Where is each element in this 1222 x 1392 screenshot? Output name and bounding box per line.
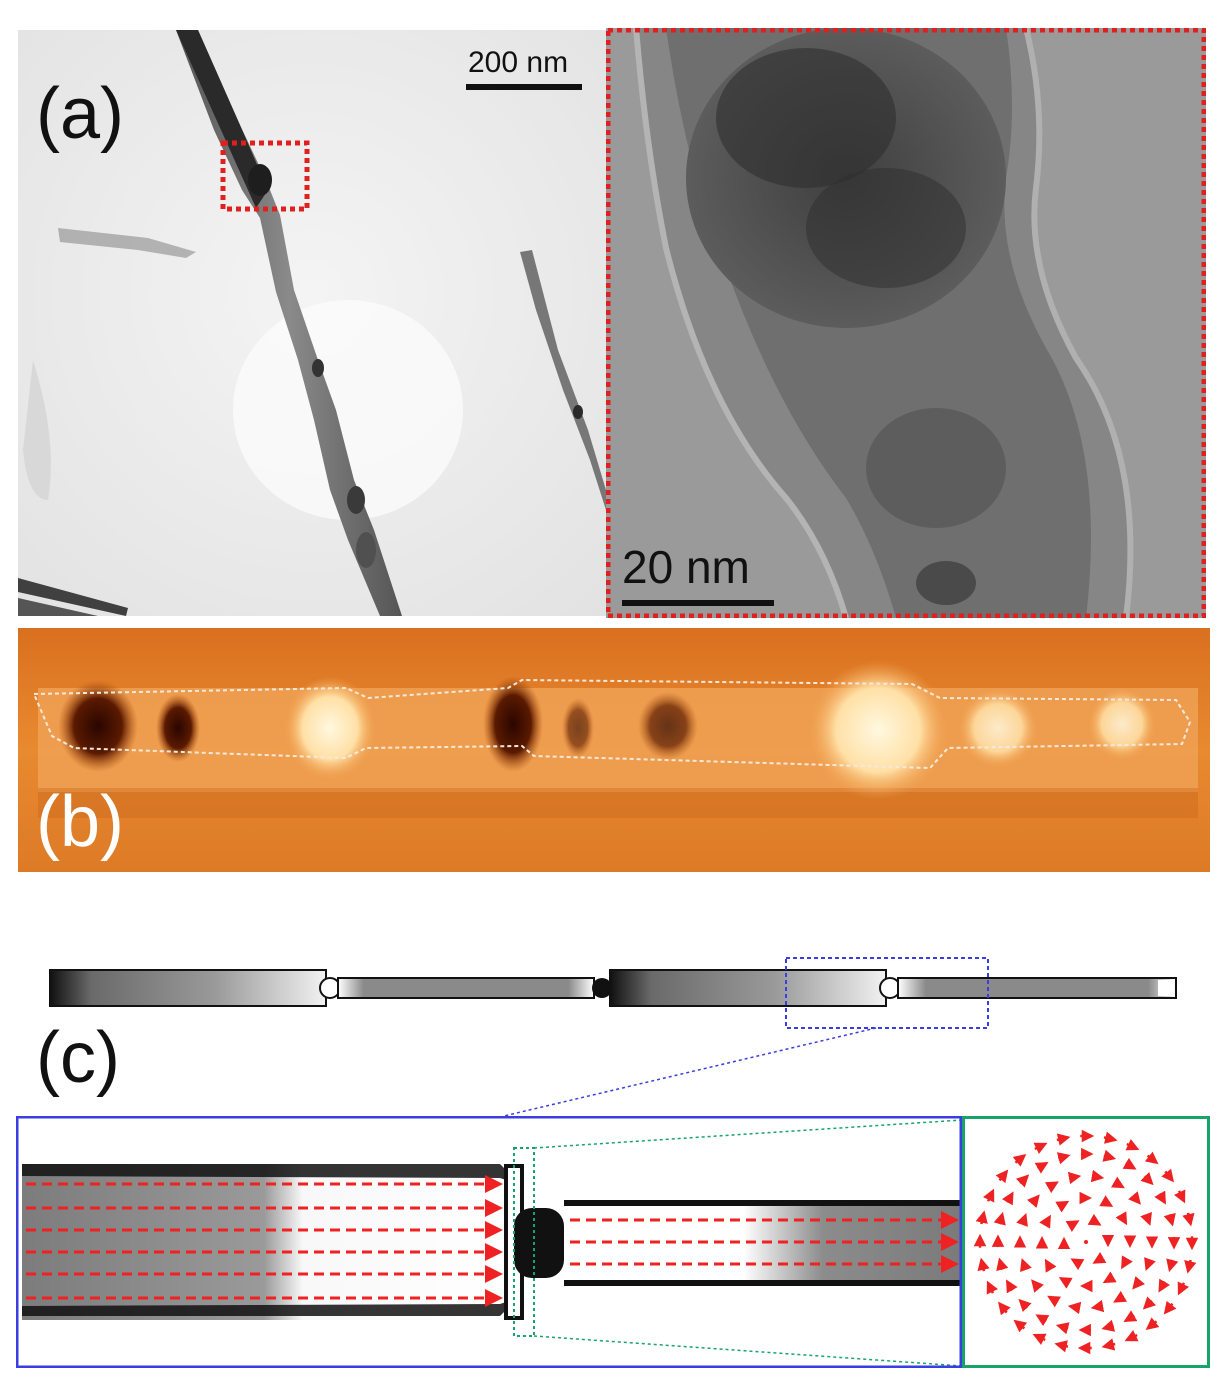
vortex-arrow	[1005, 1279, 1018, 1294]
vortex-arrow	[1033, 1142, 1048, 1154]
vortex-arrow	[1113, 1290, 1128, 1303]
vortex-arrow	[1158, 1278, 1171, 1293]
vortex-arrow	[986, 1280, 998, 1295]
zoom-region-box	[785, 957, 989, 1029]
panel-a-label: (a)	[36, 74, 124, 154]
vortex-arrow	[1110, 1176, 1125, 1189]
vortex-arrow	[1034, 1161, 1049, 1174]
selection-box	[220, 140, 310, 212]
vortex-arrow	[996, 1257, 1009, 1272]
vortex-arrow	[1182, 1212, 1195, 1227]
vortex-arrow	[1124, 1330, 1139, 1342]
vortex-arrow	[1016, 1213, 1028, 1227]
vortex-arrow	[1044, 1258, 1057, 1273]
vortex-arrow	[1031, 1279, 1044, 1293]
vortex-arrow	[1058, 1277, 1073, 1289]
scale-bar-20nm	[622, 600, 774, 606]
vortex-arrow	[1044, 1181, 1059, 1194]
panel-a-inset-hrtem-image	[606, 28, 1206, 618]
vortex-arrow	[1012, 1154, 1027, 1167]
vortex-arrow	[1020, 1258, 1032, 1273]
vortex-arrow	[1015, 1174, 1030, 1188]
vortex-arrow	[1047, 1295, 1062, 1308]
vortex-arrow	[1032, 1333, 1047, 1345]
vortex-arrow	[1163, 1212, 1176, 1227]
vortex-arrow	[1121, 1255, 1133, 1270]
vortex-arrow	[1177, 1281, 1189, 1296]
vortex-arrow	[1125, 1139, 1140, 1151]
vortex-arrow	[1140, 1211, 1152, 1226]
vortex-arrow	[1099, 1195, 1114, 1207]
vortex-arrow	[1090, 1299, 1105, 1313]
panel-b-mfm-image	[18, 628, 1210, 872]
vortex-arrow	[1039, 1214, 1051, 1229]
vortex-arrow	[1144, 1257, 1156, 1271]
vortex-arrow	[998, 1301, 1011, 1316]
vortex-arrow	[1154, 1190, 1167, 1205]
vortex-arrow	[1161, 1168, 1174, 1183]
vortex-arrow	[1056, 1133, 1071, 1146]
vortex-arrow	[1065, 1220, 1080, 1232]
vortex-arrow	[1142, 1296, 1157, 1310]
vortex-arrow	[1087, 1213, 1102, 1226]
scale-bar-20nm-label: 20 nm	[622, 541, 750, 593]
vortex-arrow	[1174, 1189, 1186, 1204]
vortex-arrow	[1055, 1200, 1070, 1213]
vortex-arrow	[1163, 1300, 1177, 1315]
vortex-arrow	[1070, 1258, 1085, 1271]
vortex-arrows	[973, 1129, 1199, 1355]
vortex-arrow	[1018, 1298, 1032, 1313]
vortex-arrow	[1144, 1151, 1159, 1165]
panel-b-label: (b)	[36, 782, 124, 862]
panel-c-label: (c)	[36, 1018, 120, 1098]
vortex-arrow	[1140, 1171, 1154, 1186]
vortex-arrow	[1123, 1310, 1138, 1323]
vortex-arrow	[975, 1210, 988, 1225]
vortex-arrow	[1054, 1340, 1069, 1353]
vortex-arrow	[1103, 1131, 1118, 1144]
arrow-rows	[26, 1175, 959, 1307]
scale-bar-200nm	[466, 84, 582, 90]
vortex-arrow	[1145, 1317, 1160, 1330]
vortex-arrow	[1090, 1169, 1105, 1183]
vortex-arrow	[995, 1169, 1009, 1184]
vortex-arrow	[1067, 1171, 1082, 1185]
vortex-arrow	[1122, 1157, 1137, 1170]
panel-c-vortex-cross-section	[962, 1116, 1210, 1368]
vortex-arrow	[1056, 1152, 1071, 1165]
vortex-arrow	[1001, 1191, 1014, 1206]
vortex-core	[1084, 1240, 1088, 1244]
vortex-arrow	[1132, 1276, 1146, 1290]
vortex-arrow	[983, 1188, 995, 1203]
vortex-arrow	[977, 1257, 990, 1272]
vortex-arrow	[1115, 1211, 1128, 1226]
vortex-arrow	[1013, 1319, 1028, 1333]
vortex-arrow	[993, 1211, 1006, 1226]
vortex-arrow	[1055, 1322, 1070, 1335]
vortex-arrow	[1184, 1259, 1197, 1274]
vortex-arrow	[1101, 1338, 1116, 1351]
panel-c-zoom-vector-field	[16, 1116, 962, 1368]
vortex-arrow	[1166, 1258, 1179, 1273]
panel-a-tem-image	[18, 30, 606, 616]
simulated-wire	[49, 969, 1177, 1007]
vortex-arrow	[1102, 1271, 1117, 1284]
vortex-arrow	[1102, 1149, 1117, 1162]
vortex-arrow	[1026, 1194, 1040, 1208]
vortex-arrow	[1035, 1314, 1050, 1327]
vortex-arrow	[1101, 1319, 1116, 1332]
vortex-arrow	[1092, 1252, 1107, 1264]
scale-bar-200nm-label: 200 nm	[468, 46, 569, 79]
panel-c-simulation	[18, 876, 1210, 1116]
vortex-arrow	[1067, 1301, 1082, 1315]
vortex-arrow	[1128, 1191, 1141, 1205]
